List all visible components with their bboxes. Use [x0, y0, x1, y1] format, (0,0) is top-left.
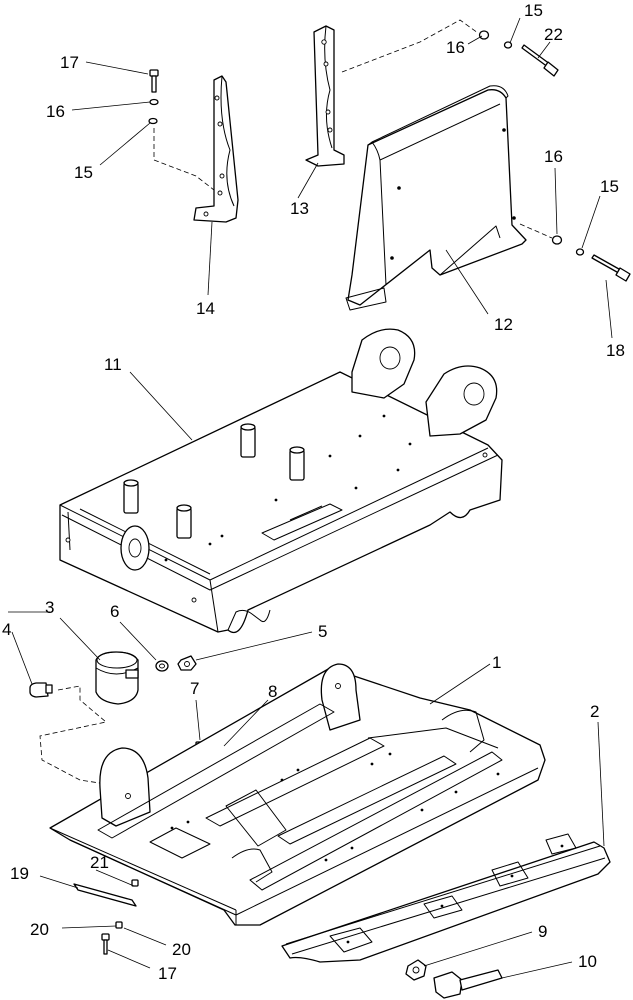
part-11-frame [59, 328, 503, 634]
part-2-side-rail [281, 833, 611, 963]
part-9-10-fasteners [405, 959, 503, 999]
callout-3: 3 [45, 598, 54, 617]
callout-7: 7 [190, 679, 199, 698]
top-left-hardware [148, 69, 215, 191]
callout-16-top-left: 16 [46, 102, 65, 121]
callout-15-top-right: 15 [524, 1, 543, 20]
part-13-bracket [305, 25, 345, 167]
leader-lines [8, 17, 613, 979]
callout-15-top-left: 15 [74, 163, 93, 182]
callout-14: 14 [196, 299, 215, 318]
callout-22: 22 [544, 25, 563, 44]
callout-19: 19 [10, 864, 29, 883]
callout-13: 13 [290, 199, 309, 218]
part-1-base-plate [49, 663, 546, 926]
callout-labels: 1 2 3 4 5 6 7 8 9 10 11 12 13 14 15 15 1… [2, 1, 625, 983]
callout-18: 18 [606, 341, 625, 360]
parts-19-21 [73, 879, 139, 955]
callout-15-right: 15 [600, 177, 619, 196]
callout-20-right: 20 [172, 940, 191, 959]
isolator-hardware [29, 651, 225, 785]
callout-2: 2 [590, 702, 599, 721]
callout-6: 6 [110, 602, 119, 621]
part-14-bracket [193, 75, 239, 223]
callout-12: 12 [494, 315, 513, 334]
callout-10: 10 [578, 952, 597, 971]
callout-17-top: 17 [60, 53, 79, 72]
part-12-cover [345, 85, 527, 311]
callout-9: 9 [538, 922, 547, 941]
callout-16-right: 16 [544, 147, 563, 166]
callout-5: 5 [318, 622, 327, 641]
callout-8: 8 [268, 682, 277, 701]
callout-21: 21 [90, 853, 109, 872]
callout-17-bottom: 17 [158, 964, 177, 983]
callout-16-top-right: 16 [446, 38, 465, 57]
callout-11: 11 [104, 355, 122, 374]
callout-4: 4 [2, 620, 11, 639]
callout-20-left: 20 [30, 920, 49, 939]
callout-1: 1 [492, 653, 501, 672]
